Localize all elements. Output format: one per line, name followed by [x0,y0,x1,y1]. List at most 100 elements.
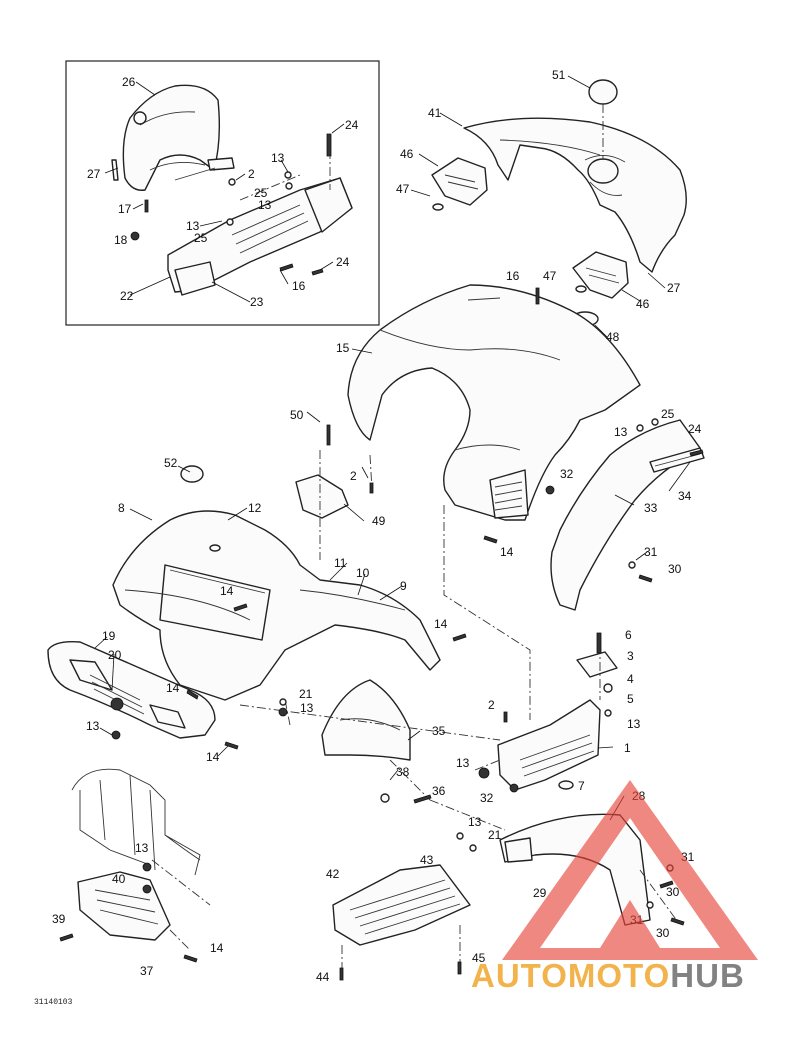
callout-32a: 32 [560,467,574,481]
callout-34: 34 [678,489,692,503]
upper-rear-panel [463,117,687,273]
callout-39: 39 [52,912,66,926]
callout-48: 48 [606,330,620,344]
callout-14e: 14 [206,750,220,764]
callout-7: 7 [578,779,585,793]
callout-10: 10 [356,566,370,580]
callout-13c: 13 [186,219,200,233]
callout-25c: 25 [661,407,675,421]
front-bumper [47,640,216,739]
callout-13i: 13 [468,815,482,829]
callout-16a: 16 [292,279,306,293]
watermark-triangle-icon [502,780,758,960]
callout-43: 43 [420,853,434,867]
callout-33: 33 [644,501,658,515]
callout-13e: 13 [300,701,314,715]
callout-31a: 31 [644,545,658,559]
callout-40: 40 [112,872,126,886]
screw-16-top [535,287,540,305]
bracket-29 [504,837,533,863]
callout-27b: 27 [667,281,681,295]
callout-13g: 13 [627,717,641,731]
callout-14d: 14 [166,681,180,695]
callout-46b: 46 [636,297,650,311]
callout-14b: 14 [220,584,234,598]
callout-27a: 27 [87,167,101,181]
callout-13j: 13 [135,841,149,855]
callout-47a: 47 [396,182,410,196]
callout-23: 23 [250,295,264,309]
watermark-text-secondary: HUB [670,957,745,994]
rear-fender [347,284,641,521]
callout-25a: 25 [254,186,268,200]
callout-38: 38 [396,765,410,779]
watermark-logo: AUTOMOTOHUB [471,780,758,994]
watermark-text: AUTOMOTOHUB [471,957,745,994]
callout-16b: 16 [506,269,520,283]
callout-25b: 25 [194,231,208,245]
leader-lines [94,75,691,821]
callout-17: 17 [118,202,132,216]
callout-12: 12 [248,501,262,515]
callout-19: 19 [102,629,116,643]
callout-46a: 46 [400,147,414,161]
callout-13a: 13 [271,151,285,165]
callout-21a: 21 [299,687,313,701]
callout-20: 20 [108,648,122,662]
callout-8: 8 [118,501,125,515]
skid-plate-43 [332,864,471,946]
callout-51: 51 [552,68,566,82]
callout-21b: 21 [488,828,502,842]
callout-13d: 13 [614,425,628,439]
watermark-text-primary: AUTOMOTO [471,957,670,994]
callout-24a: 24 [345,118,359,132]
callout-52: 52 [164,456,178,470]
callout-13f: 13 [86,719,100,733]
document-id: 31140103 [34,998,73,1007]
callout-14a: 14 [500,545,514,559]
cap-51 [588,79,618,105]
callout-3: 3 [627,649,634,663]
callout-32b: 32 [480,791,494,805]
front-rack-guard [71,768,201,876]
callout-26: 26 [122,75,136,89]
bracket-49 [295,474,349,519]
callout-22: 22 [120,289,134,303]
vent-46-right [572,251,629,299]
vent-46-left [431,157,488,206]
callout-13h: 13 [456,756,470,770]
callout-14f: 14 [210,941,224,955]
callout-labels: 26 27 24 13 2 25 13 17 13 25 18 24 16 22… [52,68,702,984]
assembly-lines [151,104,681,968]
callout-30b: 30 [666,885,680,899]
callout-30a: 30 [668,562,682,576]
callout-24c: 24 [688,422,702,436]
callout-14c: 14 [434,617,448,631]
callout-15: 15 [336,341,350,355]
callout-29: 29 [533,886,547,900]
callout-24b: 24 [336,255,350,269]
plate-3 [576,651,618,678]
front-fender [112,510,441,701]
inset-front-panel-detail [65,60,380,326]
callout-18: 18 [114,233,128,247]
side-fender-33 [550,419,701,611]
mudflap-35 [321,679,411,761]
callout-47b: 47 [543,269,557,283]
callout-44: 44 [316,970,330,984]
callout-9: 9 [400,579,407,593]
callout-4: 4 [627,672,634,686]
callout-2a: 2 [248,167,255,181]
callout-30c: 30 [656,926,670,940]
cap-52 [180,465,204,483]
callout-11: 11 [334,556,347,570]
callout-45: 45 [472,951,486,965]
footrest-1 [497,699,601,791]
callout-1: 1 [624,741,631,755]
callout-5: 5 [627,692,634,706]
callout-2c: 2 [488,698,495,712]
callout-41: 41 [428,106,442,120]
callout-37: 37 [140,964,154,978]
callout-36: 36 [432,784,446,798]
